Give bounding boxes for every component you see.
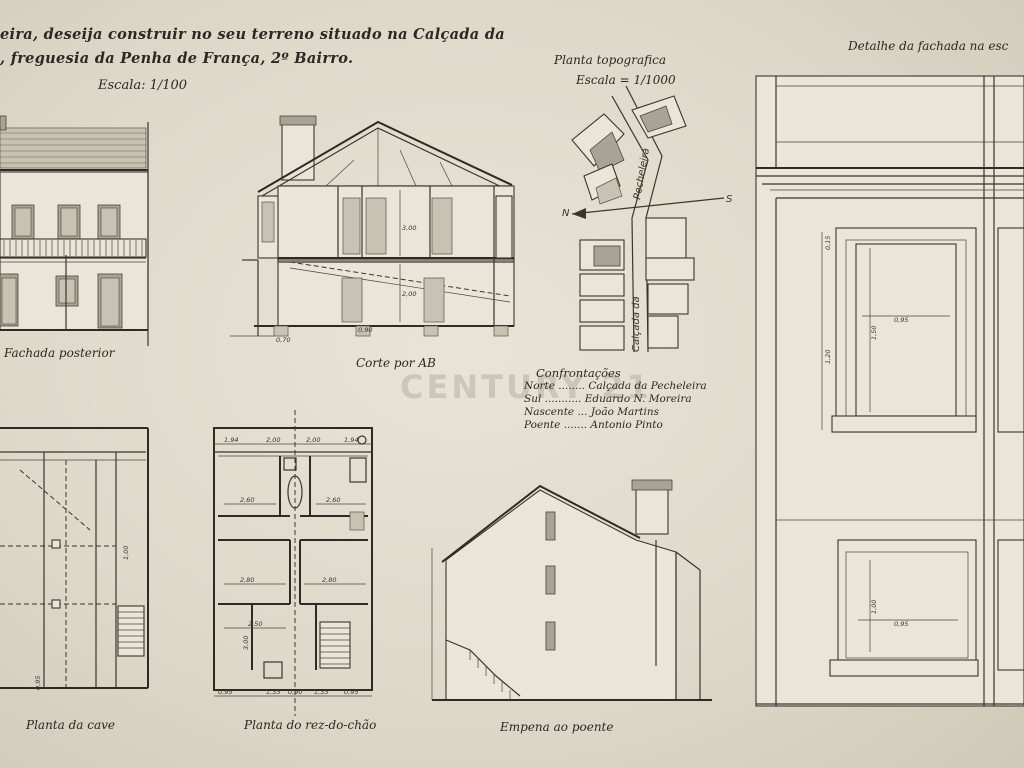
watermark: CENTURY 21 xyxy=(400,368,652,406)
topo-street-calcada: Calçada da xyxy=(631,296,642,352)
confrontacao-sul: Sul ........... Eduardo N. Moreira xyxy=(524,393,692,405)
dim-rez-260b: 2,60 xyxy=(326,496,340,504)
dim-detail-lower-095: 0,95 xyxy=(894,620,908,628)
confrontacao-nascente: Nascente ... João Martins xyxy=(524,406,660,418)
detalhe-fachada-drawing: 0,95 1,50 1,20 0,15 0,95 1,00 xyxy=(755,75,1024,707)
corte-ab-drawing: 3,00 2,00 0,70 0,90 xyxy=(230,115,515,344)
dim-detail-095: 0,95 xyxy=(894,316,908,324)
label-planta-rez: Planta do rez-do-chão xyxy=(244,718,377,732)
dim-rez-133b: 1,33 xyxy=(314,688,328,696)
header-line-2: , freguesia da Penha de França, 2º Bairr… xyxy=(0,50,354,67)
empena-poente-drawing xyxy=(431,479,712,701)
dim-rez-280a: 2,80 xyxy=(240,576,254,584)
dim-detail-150: 1,50 xyxy=(870,326,878,340)
label-planta-cave: Planta da cave xyxy=(26,718,115,732)
dim-rez-300: 3,00 xyxy=(242,636,250,650)
dim-cave-095: 0,95 xyxy=(34,676,42,690)
dim-rez-133a: 1,33 xyxy=(266,688,280,696)
dim-rez-194b: 1,94 xyxy=(344,436,358,444)
label-fachada-posterior: Fachada posterior xyxy=(4,346,115,360)
dim-rez-095a: 0,95 xyxy=(218,688,232,696)
planta-topografica-drawing: N S Pecheleira Calçada da xyxy=(562,85,733,353)
dim-rez-200a: 2,00 xyxy=(266,436,280,444)
dim-rez-200b: 2,00 xyxy=(306,436,320,444)
topo-north-mark: N xyxy=(562,208,570,219)
dim-corte-090: 0,90 xyxy=(358,326,372,334)
label-empena: Empena ao poente xyxy=(500,720,614,734)
dim-rez-260a: 2,60 xyxy=(240,496,254,504)
header-line-1: eira, deseija construir no seu terreno s… xyxy=(0,26,505,43)
dim-cave-100: 1,00 xyxy=(122,546,130,560)
dim-rez-194: 1,94 xyxy=(224,436,238,444)
confrontacoes-title: Confrontações xyxy=(536,366,621,380)
dim-corte-070: 0,70 xyxy=(276,336,290,344)
confrontacao-poente: Poente ....... Antonio Pinto xyxy=(524,419,663,431)
topo-south-mark: S xyxy=(726,194,733,205)
planta-rez-do-chao-drawing: 1,94 2,00 2,00 1,94 2,60 2,60 2,80 2,80 … xyxy=(213,410,373,716)
header-scale: Escala: 1/100 xyxy=(98,78,188,93)
dim-rez-250: 2,50 xyxy=(248,620,262,628)
detail-title: Detalhe da fachada na esc xyxy=(848,39,1009,53)
label-corte: Corte por AB xyxy=(356,356,436,370)
dim-detail-100: 1,00 xyxy=(870,600,878,614)
dim-rez-280b: 2,80 xyxy=(322,576,336,584)
topo-street-pecheleira: Pecheleira xyxy=(632,147,652,200)
topo-title: Planta topografica xyxy=(554,53,666,67)
dim-rez-095b: 0,95 xyxy=(344,688,358,696)
planta-cave-drawing: 0,95 1,00 xyxy=(0,427,149,690)
dim-corte-200: 2,00 xyxy=(402,290,416,298)
fachada-posterior-drawing xyxy=(0,115,149,346)
dim-detail-120: 1,20 xyxy=(824,350,832,364)
dim-detail-015: 0,15 xyxy=(824,236,832,250)
dim-corte-300: 3,00 xyxy=(402,224,416,232)
dim-rez-090: 0,90 xyxy=(288,688,302,696)
topo-scale: Escala = 1/1000 xyxy=(576,73,676,87)
confrontacao-norte: Norte ........ Calçada da Pecheleira xyxy=(524,380,707,392)
